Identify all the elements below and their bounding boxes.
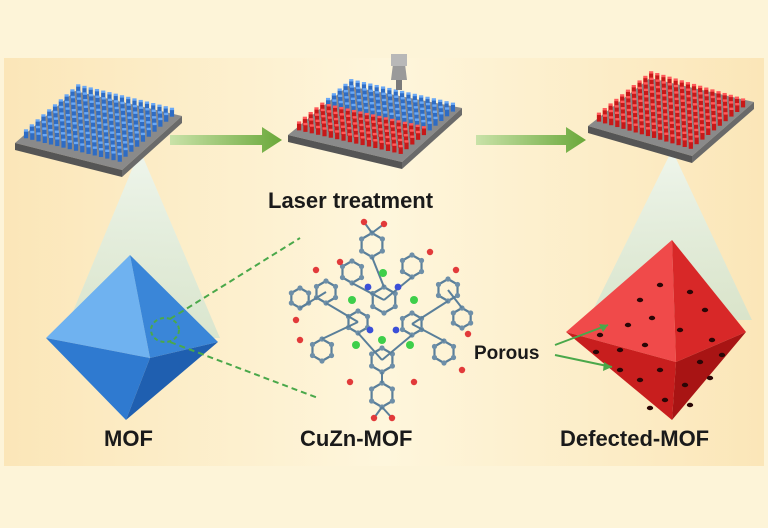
process-arrow-2 xyxy=(476,127,586,153)
defected-film-substrate xyxy=(588,71,754,163)
defected-mof-label: Defected-MOF xyxy=(560,426,710,451)
porous-pointer xyxy=(554,324,613,371)
laser-substrate xyxy=(288,79,462,169)
cuzn-mof-label: CuZn-MOF xyxy=(300,426,413,451)
defected-crystal-array-partial xyxy=(296,102,427,154)
mof-film-substrate xyxy=(15,84,182,177)
laser-head xyxy=(391,54,407,110)
zoom-callout xyxy=(150,237,319,399)
process-arrow-1 xyxy=(170,127,282,153)
mof-label: MOF xyxy=(104,426,153,451)
laser-treatment-label: Laser treatment xyxy=(268,188,434,213)
defected-crystal-array xyxy=(596,71,746,149)
mof-crystal-array xyxy=(23,84,175,162)
mof-crystal-array-partial xyxy=(325,79,456,131)
pore-dots xyxy=(592,282,726,411)
porous-label: Porous xyxy=(474,343,540,364)
cuzn-mof-structure xyxy=(288,218,474,422)
